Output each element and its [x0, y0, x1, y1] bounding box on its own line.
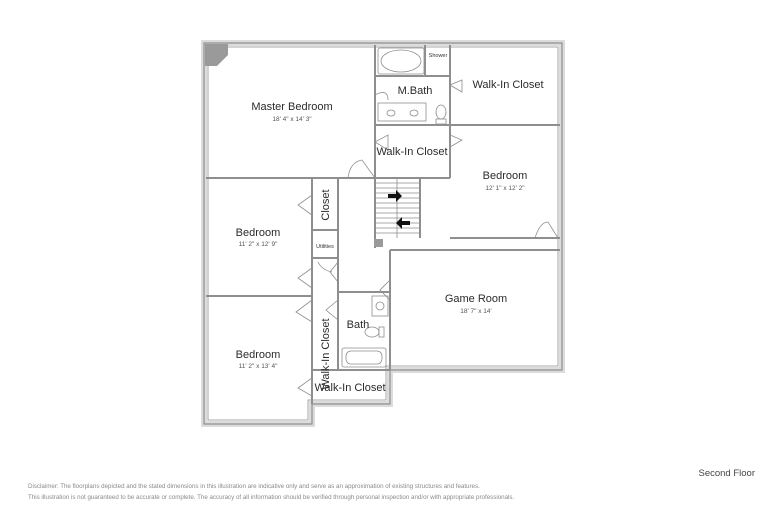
fixtures: [341, 47, 447, 368]
room-bedroom-bottom-name: Bedroom: [236, 349, 281, 361]
room-closet-name: Closet: [320, 189, 332, 220]
floor-label: Second Floor: [698, 468, 755, 479]
stair-arrow-up-icon: [388, 190, 402, 202]
room-game-room-dims: 18' 7" x 14': [460, 308, 492, 315]
room-walk-in-closet-vert-name: Walk-In Closet: [320, 318, 332, 389]
room-bedroom-mid-name: Bedroom: [236, 227, 281, 239]
room-bedroom-mid-dims: 11' 2" x 12' 9": [239, 241, 278, 248]
staircase: [375, 178, 420, 238]
outer-walls: [201, 40, 565, 427]
room-master-bedroom-name: Master Bedroom: [251, 101, 332, 113]
room-bedroom-bottom-dims: 11' 2" x 13' 4": [239, 363, 278, 370]
disclaimer-line-1: Disclaimer: The floorplans depicted and …: [28, 483, 480, 490]
room-bedroom-right-name: Bedroom: [483, 170, 528, 182]
room-mbath-name: M.Bath: [398, 85, 433, 97]
room-bath-name: Bath: [347, 319, 370, 331]
stair-arrow-down-icon: [396, 217, 410, 229]
room-shower-name: Shower: [429, 53, 448, 59]
room-master-bedroom-dims: 18' 4" x 14' 3": [272, 116, 312, 123]
room-walk-in-closet-top-name: Walk-In Closet: [472, 79, 543, 91]
room-utilities-name: Utilities: [316, 244, 334, 250]
disclaimer-line-2: This illustration is not guaranteed to b…: [28, 494, 515, 501]
room-game-room-name: Game Room: [445, 293, 507, 305]
room-bedroom-right-dims: 12' 1" x 12' 2": [485, 185, 525, 192]
room-walk-in-closet-bottom-name: Walk-In Closet: [314, 382, 385, 394]
wall-fills: [205, 44, 383, 247]
room-walk-in-closet-mid-name: Walk-In Closet: [376, 146, 447, 158]
door-swings: [295, 79, 559, 397]
